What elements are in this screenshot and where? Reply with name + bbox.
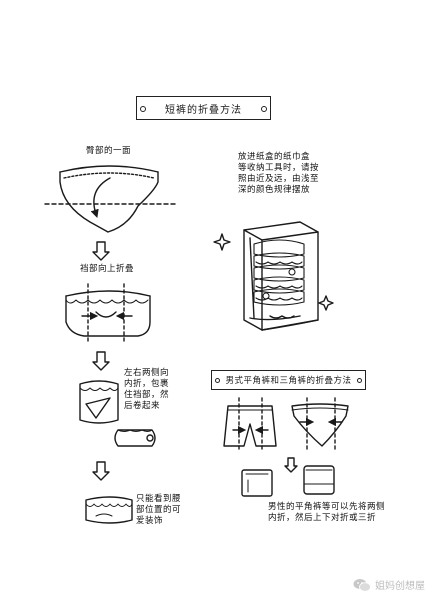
mens-section-title: 男式平角裤和三角裤的折叠方法 [211, 370, 366, 390]
sparkle-icon [213, 233, 334, 311]
briefs-step2-drawing [65, 283, 151, 345]
down-arrow-icon [92, 351, 110, 371]
label-fold-up: 裆部向上折叠 [80, 264, 135, 274]
down-arrow-icon [92, 241, 110, 261]
briefs-step3-drawing [79, 380, 156, 447]
briefs-step4-drawing [85, 496, 133, 524]
label-back-side: 臀部的一面 [86, 146, 132, 156]
main-title: 短裤的折叠方法 [136, 96, 271, 120]
down-arrow-icon [284, 457, 298, 473]
label-waist-visible: 只能看到腰 部位置的可 爱装饰 [136, 494, 182, 526]
folded-briefs-drawing [303, 465, 335, 495]
storage-box-drawing [243, 221, 319, 331]
mens-briefs-drawing [291, 397, 349, 453]
watermark-text: 姐妈创想屋 [375, 581, 425, 592]
watermark: 姐妈创想屋 [353, 577, 425, 592]
label-men-note: 男性的平角裤等可以先将两侧 内折，然后上下对折或三折 [268, 502, 386, 523]
label-storage-tip: 放进纸盒的纸巾盒 等收纳工具时，请按 照由近及远，由浅至 深的颜色规律摆放 [238, 152, 320, 195]
boxer-shorts-drawing [223, 397, 277, 453]
briefs-step1-drawing [44, 165, 176, 233]
wechat-icon [353, 578, 371, 592]
down-arrow-icon [92, 461, 110, 481]
label-fold-sides: 左右两侧向 内折，包裹 住裆部，然 后卷起来 [124, 368, 170, 411]
folded-boxer-drawing [241, 469, 273, 497]
